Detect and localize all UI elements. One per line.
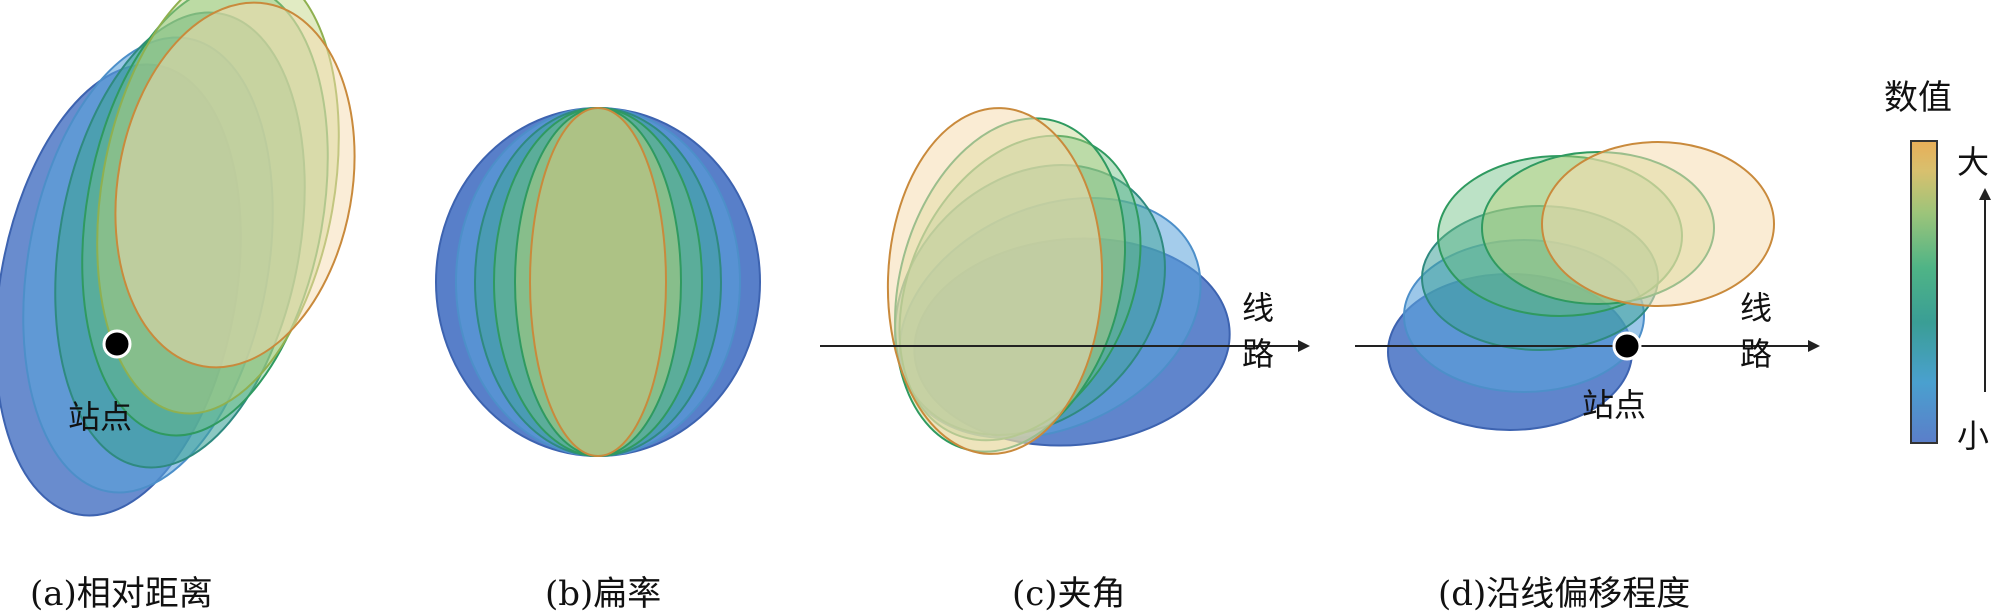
caption-a: (a)相对距离 bbox=[30, 574, 213, 614]
ellipse-b-6 bbox=[529, 107, 667, 457]
ellipse-d-6 bbox=[1541, 141, 1775, 307]
legend-graphics bbox=[1910, 140, 1991, 444]
panel-c-ellipses bbox=[820, 107, 1310, 455]
ellipse-a-6 bbox=[114, 1, 356, 369]
legend-colorbar bbox=[1910, 140, 1938, 444]
caption-c: (c)夹角 bbox=[1012, 574, 1126, 614]
panel-a-ellipses bbox=[0, 0, 356, 517]
station-label-a: 站点 bbox=[68, 398, 133, 436]
route-label-d: 线路 bbox=[1739, 289, 1772, 373]
station-dot-d bbox=[1612, 331, 1642, 361]
panel-d-ellipses bbox=[1355, 141, 1820, 431]
legend-min-label: 小 bbox=[1957, 417, 1990, 455]
ellipse-c-6 bbox=[886, 107, 1104, 455]
legend-title: 数值 bbox=[1884, 78, 1952, 118]
station-dot-a bbox=[102, 329, 132, 359]
caption-b: (b)扁率 bbox=[545, 574, 662, 614]
route-label-c: 线路 bbox=[1241, 289, 1274, 373]
station-label-d: 站点 bbox=[1582, 386, 1647, 424]
legend-max-label: 大 bbox=[1957, 143, 1990, 181]
caption-d: (d)沿线偏移程度 bbox=[1438, 574, 1691, 614]
panel-b-ellipses bbox=[435, 107, 761, 457]
